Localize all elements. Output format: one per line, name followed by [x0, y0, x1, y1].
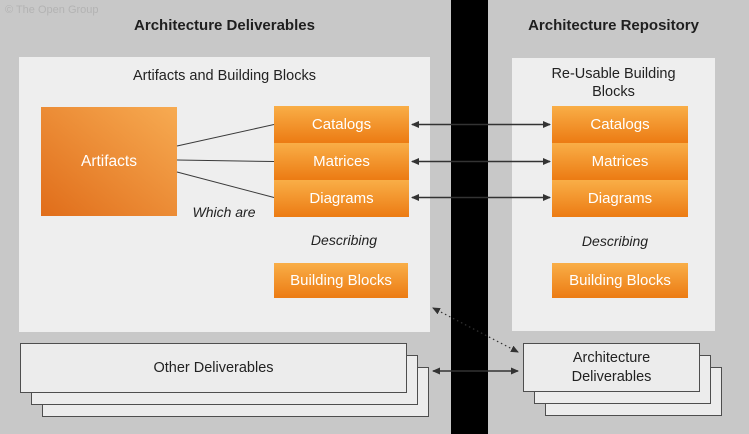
right-matrices-box: Matrices [552, 143, 688, 180]
left-diagrams-box: Diagrams [274, 180, 409, 217]
right-building-blocks-box: Building Blocks [552, 263, 688, 298]
architecture-deliverables-label: Architecture Deliverables [571, 350, 652, 385]
repository-panel-title: Re-Usable Building Blocks [551, 66, 676, 101]
right-diagrams-box: Diagrams [552, 180, 688, 217]
left-describing-label: Describing [310, 232, 378, 248]
architecture-deliverables-box: Architecture Deliverables [523, 343, 700, 392]
artifacts-panel: Artifacts and Building Blocks Artifacts … [19, 57, 430, 332]
other-deliverables-label: Other Deliverables [153, 359, 274, 376]
left-section-title: Architecture Deliverables [134, 17, 315, 34]
left-building-blocks-box: Building Blocks [274, 263, 408, 298]
artifacts-panel-title: Artifacts and Building Blocks [133, 68, 316, 84]
right-describing-label: Describing [581, 233, 649, 249]
left-catalogs-box: Catalogs [274, 106, 409, 143]
right-section-title: Architecture Repository [528, 17, 699, 34]
divider-bar [451, 0, 488, 434]
right-catalogs-box: Catalogs [552, 106, 688, 143]
which-are-label: Which are [192, 204, 256, 220]
artifacts-box: Artifacts [41, 107, 177, 216]
copyright-text: © The Open Group [5, 4, 99, 16]
left-matrices-box: Matrices [274, 143, 409, 180]
repository-panel: Re-Usable Building Blocks Catalogs Matri… [512, 58, 715, 331]
other-deliverables-box: Other Deliverables [20, 343, 407, 393]
